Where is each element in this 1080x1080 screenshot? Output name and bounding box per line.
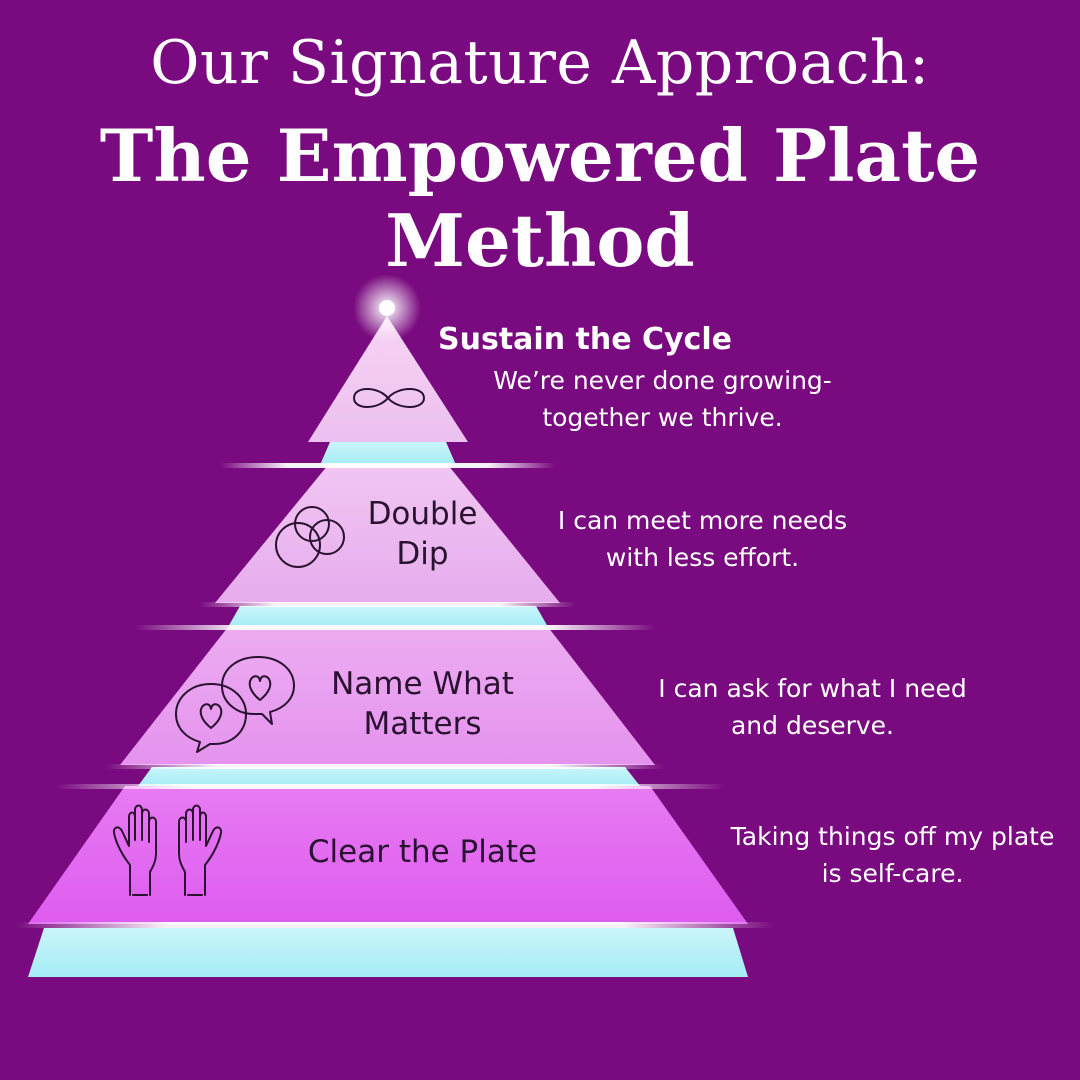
tier-2-label: Double Dip	[340, 494, 505, 574]
glow-line	[200, 602, 575, 607]
glow-line	[55, 784, 725, 789]
tier-3-description: I can ask for what I need and deserve.	[620, 670, 1005, 744]
tier-3-description-line-2: and deserve.	[730, 711, 895, 740]
infinity-icon	[352, 388, 426, 408]
tier-sustain	[308, 316, 468, 442]
tier-2-description: I can meet more needs with less effort.	[520, 502, 885, 576]
band-2	[228, 606, 548, 627]
tier-1-description-line-2: together we thrive.	[542, 403, 783, 432]
tier-4-description: Taking things off my plate is self-care.	[705, 818, 1080, 892]
tier-3-label-line-2: Matters	[363, 706, 482, 742]
tier-3-description-line-1: I can ask for what I need	[658, 674, 967, 703]
tier-1-description-line-1: We’re never done growing-	[493, 366, 832, 395]
title-line-2: The Empowered Plate Method	[99, 113, 981, 283]
tier-3-label-line-1: Name What	[331, 666, 514, 702]
glow-line	[135, 625, 655, 630]
tier-3-label: Name What Matters	[300, 664, 545, 744]
tier-clear-plate	[28, 786, 748, 924]
tier-4-description-line-1: Taking things off my plate	[730, 822, 1055, 851]
raised-hands-icon	[112, 804, 223, 896]
tier-1-description: We’re never done growing- together we th…	[460, 362, 865, 436]
overlapping-circles-icon	[275, 506, 345, 568]
band-1	[320, 442, 456, 465]
tier-2-description-line-2: with less effort.	[605, 543, 800, 572]
band-4	[28, 928, 748, 977]
band-3	[138, 767, 640, 786]
tier-double-dip	[215, 465, 560, 603]
tier-name-what-matters	[120, 627, 655, 765]
glow-line	[105, 764, 665, 769]
tier-1-title: Sustain the Cycle	[438, 322, 732, 357]
tier-4-label-line-1: Clear the Plate	[307, 834, 538, 870]
speech-bubbles-hearts-icon	[175, 656, 295, 753]
tier-2-description-line-1: I can meet more needs	[557, 506, 848, 535]
title-line-1: Our Signature Approach:	[150, 28, 930, 98]
tier-2-label-line-1: Double	[367, 496, 478, 532]
glow-line	[15, 922, 775, 928]
tier-2-label-line-2: Dip	[396, 536, 449, 572]
tier-4-label: Clear the Plate	[280, 832, 565, 872]
tier-4-description-line-2: is self-care.	[821, 859, 964, 888]
glow-line	[220, 463, 555, 468]
